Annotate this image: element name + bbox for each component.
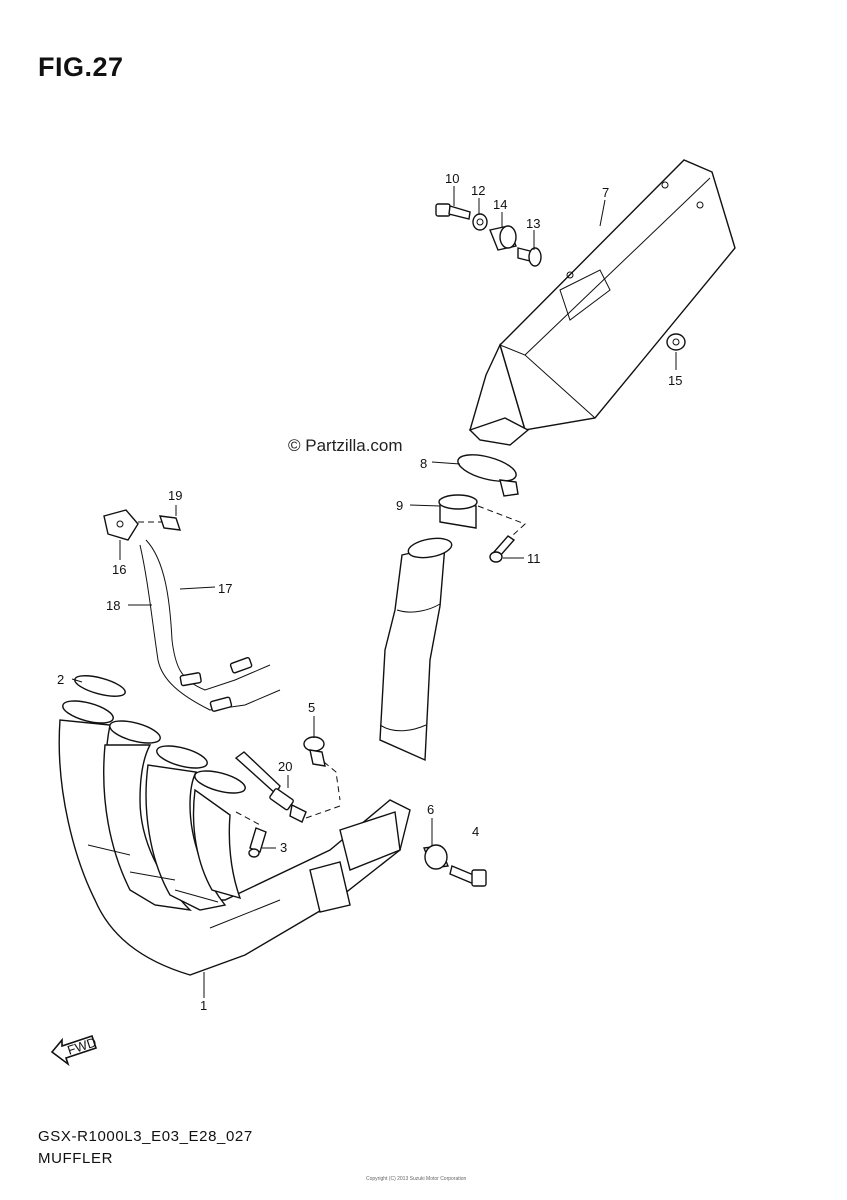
callout-6: 6 bbox=[427, 802, 434, 817]
callout-11: 11 bbox=[527, 551, 541, 566]
callout-15: 15 bbox=[668, 373, 682, 388]
nut-part-15[interactable] bbox=[666, 333, 686, 351]
callout-14: 14 bbox=[493, 197, 507, 212]
callout-17: 17 bbox=[218, 581, 232, 596]
mid-pipe bbox=[379, 537, 453, 762]
callout-3: 3 bbox=[280, 840, 287, 855]
oxygen-sensor-part-20[interactable] bbox=[234, 751, 307, 823]
fwd-arrow-icon: FWD bbox=[50, 1034, 98, 1067]
callout-9: 9 bbox=[396, 498, 403, 513]
fwd-arrow-label: FWD bbox=[65, 1034, 98, 1057]
bolt-part-5[interactable] bbox=[303, 736, 326, 767]
bolt-part-3[interactable] bbox=[248, 827, 267, 858]
gasket-part-9[interactable] bbox=[438, 494, 478, 529]
damper-part-6[interactable] bbox=[423, 844, 449, 870]
callout-10: 10 bbox=[445, 171, 459, 186]
model-code: GSX-R1000L3_E03_E28_027 bbox=[38, 1128, 253, 1145]
part-name: MUFFLER bbox=[38, 1150, 114, 1167]
bolt-part-10[interactable] bbox=[435, 203, 471, 220]
leader-lines bbox=[71, 186, 677, 998]
bolt-part-11[interactable] bbox=[489, 535, 516, 563]
callout-2: 2 bbox=[57, 672, 64, 687]
bracket-part-16[interactable] bbox=[103, 509, 139, 541]
bush-part-14[interactable] bbox=[489, 225, 517, 251]
callout-18: 18 bbox=[106, 598, 120, 613]
copyright-footer: Copyright (C) 2013 Suzuki Motor Corporat… bbox=[366, 1176, 467, 1182]
callout-5: 5 bbox=[308, 700, 315, 715]
callout-13: 13 bbox=[526, 216, 540, 231]
bolt-part-4[interactable] bbox=[449, 865, 487, 887]
callout-4: 4 bbox=[472, 824, 479, 839]
lead-wire-part-18[interactable] bbox=[139, 544, 281, 712]
callout-12: 12 bbox=[471, 183, 485, 198]
clamp-part-8[interactable] bbox=[455, 450, 519, 497]
exhaust-pipe-part-1[interactable] bbox=[58, 719, 411, 976]
lead-wire-part-17[interactable] bbox=[145, 539, 271, 691]
collar-part-13[interactable] bbox=[517, 247, 542, 267]
callout-1: 1 bbox=[200, 998, 207, 1013]
screw-part-19[interactable] bbox=[158, 515, 182, 531]
gasket-part-2[interactable] bbox=[61, 672, 248, 798]
muffler-part-7[interactable] bbox=[468, 159, 736, 446]
callout-7: 7 bbox=[602, 185, 609, 200]
callout-20: 20 bbox=[278, 759, 292, 774]
callout-19: 19 bbox=[168, 488, 182, 503]
callout-8: 8 bbox=[420, 456, 427, 471]
callout-16: 16 bbox=[112, 562, 126, 577]
figure-title: FIG.27 bbox=[38, 52, 124, 82]
washer-part-12[interactable] bbox=[472, 213, 488, 231]
watermark-text: © Partzilla.com bbox=[288, 436, 403, 455]
